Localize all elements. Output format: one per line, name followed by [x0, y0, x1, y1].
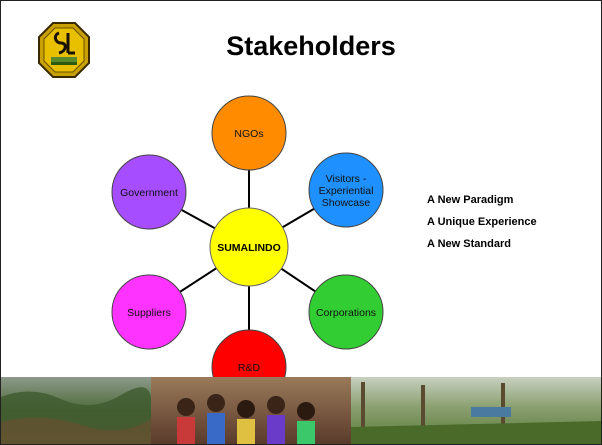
side-list-item: A New Paradigm	[427, 194, 514, 206]
slide-title: Stakeholders	[226, 31, 396, 61]
children-photo	[151, 377, 351, 444]
stakeholder-node-ngos: NGOs	[211, 95, 287, 171]
node-circle	[211, 95, 287, 171]
center-label: SUMALINDO	[217, 242, 281, 254]
node-label: Visitors -	[326, 173, 367, 185]
center-circle	[209, 207, 289, 287]
node-label: Corporations	[316, 307, 376, 319]
side-list: A New Paradigm A Unique Experience A New…	[427, 194, 537, 260]
node-label: R&D	[238, 362, 261, 374]
stakeholder-node-government: Government	[111, 154, 187, 230]
stakeholder-node-corporations: Corporations	[308, 274, 384, 350]
forest-photo	[1, 377, 151, 444]
side-list-item: A Unique Experience	[427, 216, 537, 228]
node-label: Suppliers	[127, 307, 171, 319]
node-label: Government	[120, 187, 178, 199]
garden-photo	[351, 377, 601, 444]
node-circle	[111, 274, 187, 350]
node-circle	[308, 152, 384, 228]
photo-strip	[1, 377, 601, 444]
node-label: Experiential	[319, 185, 374, 197]
node-label: NGOs	[234, 128, 263, 140]
company-logo	[38, 22, 90, 78]
node-circle	[111, 154, 187, 230]
node-label: Showcase	[322, 197, 371, 209]
side-list-item: A New Standard	[427, 238, 511, 250]
node-circle	[308, 274, 384, 350]
stakeholder-node-suppliers: Suppliers	[111, 274, 187, 350]
center-node: SUMALINDO	[209, 207, 289, 287]
